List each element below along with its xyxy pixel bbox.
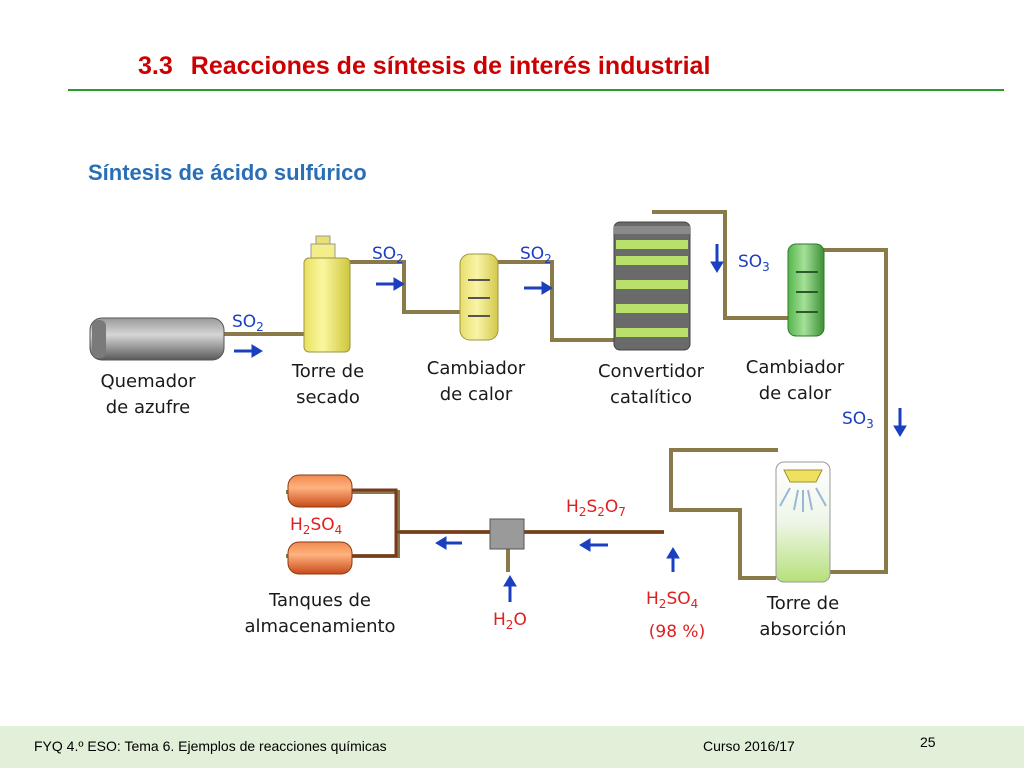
arrow-left-icon	[435, 536, 462, 550]
absorption-tower	[775, 461, 831, 583]
arrow-up-icon	[503, 575, 517, 602]
acid-concentration: (98 %)	[649, 622, 705, 642]
footer-year: Curso 2016/17	[703, 738, 795, 754]
arrow-down-icon	[710, 244, 724, 273]
storage-tanks	[287, 474, 353, 575]
drying-tower	[303, 235, 351, 353]
formula-so3-absorption: SO3	[842, 409, 874, 431]
arrow-right-icon	[234, 344, 263, 358]
heat-exchanger-1	[459, 253, 499, 341]
footer-bar	[0, 726, 1024, 768]
section-title-text: Reacciones de síntesis de interés indust…	[190, 52, 711, 80]
arrow-left-icon	[579, 538, 608, 552]
formula-h2o: H2O	[493, 610, 527, 632]
diagram-subtitle: Síntesis de ácido sulfúrico	[88, 160, 367, 185]
formula-so2-burner: SO2	[232, 312, 264, 334]
arrow-down-icon	[893, 408, 907, 437]
mixer	[489, 518, 525, 550]
page-number: 25	[920, 734, 936, 750]
formula-so2-drying: SO2	[372, 244, 404, 266]
sulfur-burner	[89, 317, 225, 361]
formula-h2so4-feed: H2SO4	[646, 589, 698, 611]
heat-exchanger-2	[787, 243, 825, 337]
formula-so2-exchanger: SO2	[520, 244, 552, 266]
formula-h2s2o7: H2S2O7	[566, 497, 626, 519]
arrow-right-icon	[524, 281, 553, 295]
catalytic-converter	[613, 221, 691, 351]
section-title: 3.3 Reacciones de síntesis de interés ind…	[138, 52, 710, 81]
arrow-right-icon	[376, 277, 405, 291]
arrow-up-icon	[666, 547, 680, 572]
formula-h2so4-tanks: H2SO4	[290, 515, 342, 537]
footer-course: FYQ 4.º ESO: Tema 6. Ejemplos de reaccio…	[34, 738, 387, 754]
flow-arrows	[234, 244, 907, 602]
formula-so3-converter: SO3	[738, 252, 770, 274]
title-divider	[68, 89, 1004, 91]
section-number: 3.3	[138, 52, 173, 80]
